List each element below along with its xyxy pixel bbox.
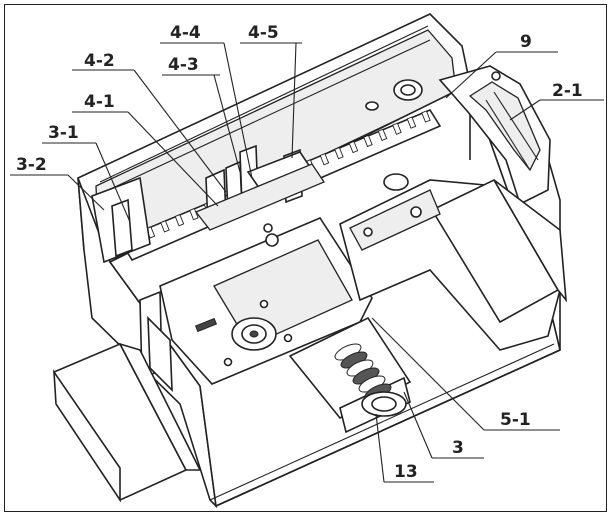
guide-rail-2-1 — [438, 65, 551, 206]
label-13: 13 — [394, 462, 418, 482]
label-3-2: 3-2 — [16, 155, 47, 175]
label-4-5: 4-5 — [248, 23, 279, 43]
label-5-1: 5-1 — [500, 410, 531, 430]
comb-tooth — [334, 146, 344, 160]
comb-tooth — [363, 134, 373, 148]
label-4-1: 4-1 — [84, 92, 115, 112]
plates-group-4 — [194, 144, 325, 231]
comb-tooth — [348, 140, 359, 154]
label-3-1: 3-1 — [48, 123, 79, 143]
label-4-4: 4-4 — [170, 23, 201, 43]
comb-tooth — [174, 214, 185, 227]
comb-tooth — [319, 153, 330, 166]
right-motor-block — [339, 173, 568, 351]
left-clamp — [91, 176, 173, 393]
label-2-1: 2-1 — [552, 81, 583, 101]
part-labels: 4-4 4-5 9 4-2 4-3 2-1 4-1 3-1 3-2 5-1 3 … — [16, 23, 583, 482]
label-4-3: 4-3 — [168, 55, 199, 75]
carriage-plate — [159, 217, 373, 385]
front-left-box — [52, 342, 202, 503]
comb-tooth — [392, 122, 402, 135]
comb-tooth — [377, 128, 388, 141]
label-4-2: 4-2 — [84, 51, 115, 71]
label-3: 3 — [452, 438, 464, 458]
comb-tooth — [406, 116, 417, 129]
comb-tooth — [160, 220, 170, 233]
leader-lines — [10, 42, 604, 483]
drive-assembly — [288, 316, 412, 434]
comb-tooth — [421, 110, 431, 123]
label-9: 9 — [520, 32, 532, 52]
